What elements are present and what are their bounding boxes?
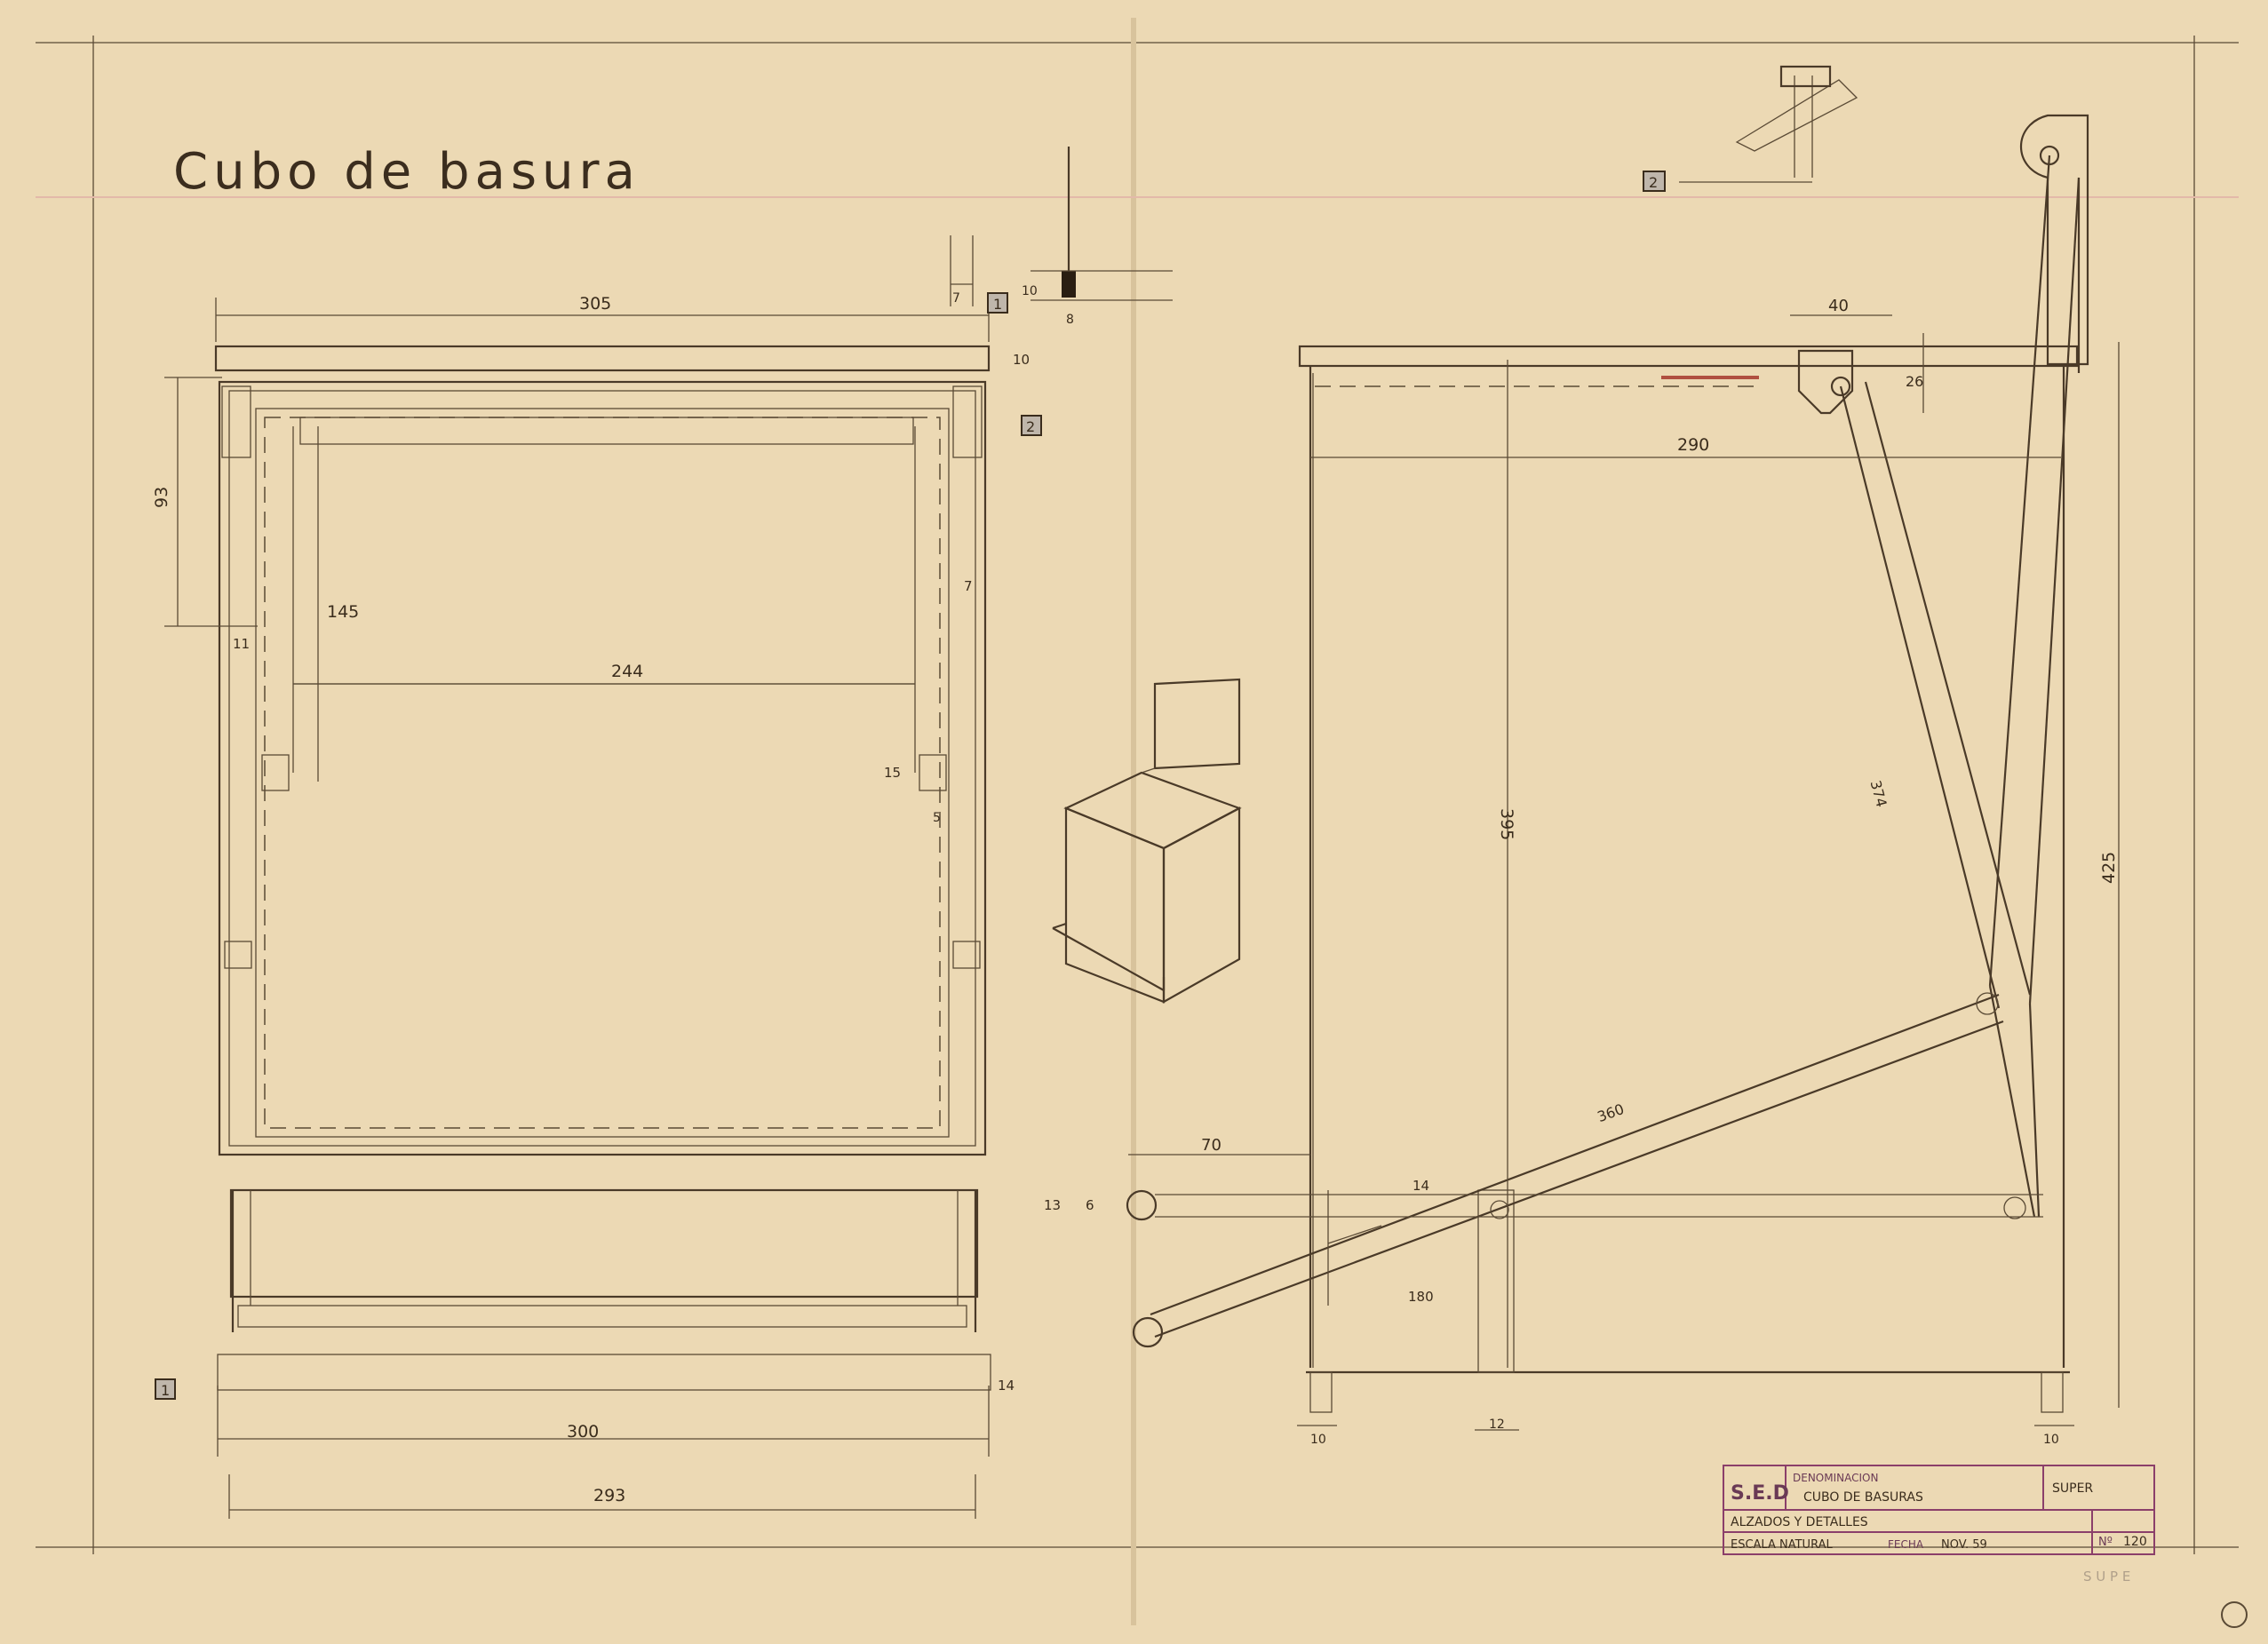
- dim-7: 7: [964, 578, 973, 594]
- dim-293: 293: [593, 1486, 625, 1505]
- dim-14-side: 14: [1413, 1178, 1429, 1194]
- stamp-denominacion: CUBO DE BASURAS: [1803, 1490, 1923, 1505]
- stamp-date-label: FECHA: [1888, 1538, 1924, 1551]
- detail-sections: 7 10 8: [950, 147, 1173, 327]
- dim-5: 5: [933, 811, 941, 825]
- dim-26: 26: [1906, 373, 1923, 390]
- dim-300: 300: [567, 1422, 599, 1441]
- section-marker-1-top: 1: [993, 296, 1002, 313]
- dim-foot-left: 10: [1310, 1433, 1326, 1447]
- stamp-logo: S.E.D: [1731, 1482, 1789, 1505]
- front-elevation: 305 300 293 244 93 145 11 7 10 15 5 14 2…: [152, 292, 1042, 1519]
- dim-11: 11: [233, 636, 250, 652]
- detail-dim-8: 8: [1066, 313, 1074, 327]
- dim-40: 40: [1828, 297, 1849, 315]
- side-elevation: 40 26 290 395 425 374 360 70 13 6 14 180…: [1044, 65, 2120, 1447]
- stamp-scale: ESCALA NATURAL: [1731, 1538, 1833, 1552]
- dim-15: 15: [884, 765, 901, 781]
- dim-305: 305: [579, 294, 611, 314]
- dim-foot-mid: 12: [1489, 1418, 1505, 1432]
- dim-93: 93: [152, 487, 171, 508]
- section-marker-1: 1: [161, 1382, 170, 1399]
- isometric-sketch: [1052, 678, 1242, 1004]
- dim-425: 425: [2099, 852, 2119, 884]
- dim-6: 6: [1086, 1197, 1094, 1213]
- dim-10-front: 10: [1013, 352, 1030, 368]
- title-block: S.E.D DENOMINACION CUBO DE BASURAS SUPER…: [1723, 1465, 2155, 1555]
- section-marker-2-side: 2: [1649, 174, 1658, 191]
- stamp-denominacion-label: DENOMINACION: [1793, 1472, 1878, 1484]
- pencil-note: S U P E: [2083, 1569, 2130, 1584]
- section-marker-2: 2: [1026, 418, 1035, 435]
- dim-70: 70: [1201, 1136, 1222, 1155]
- dim-foot-right: 10: [2043, 1433, 2059, 1447]
- dim-13: 13: [1044, 1197, 1061, 1213]
- stamp-description: ALZADOS Y DETALLES: [1731, 1515, 1868, 1529]
- archive-seal-icon: [2221, 1601, 2248, 1628]
- detail-dim-10: 10: [1022, 284, 1038, 298]
- stamp-project: SUPER: [2052, 1481, 2093, 1496]
- stamp-date: NOV. 59: [1941, 1538, 1987, 1552]
- stamp-number-label: Nº: [2098, 1536, 2113, 1549]
- section-marker-2-side-box: [1643, 171, 1666, 192]
- dim-244: 244: [611, 662, 643, 681]
- dim-395: 395: [1497, 808, 1516, 840]
- stamp-number: 120: [2123, 1535, 2147, 1549]
- dim-145: 145: [327, 602, 359, 622]
- dim-290: 290: [1677, 435, 1709, 455]
- section-marker-1-top-box: [987, 292, 1008, 314]
- dim-180: 180: [1408, 1289, 1434, 1305]
- drawing-title: Cubo de basura: [173, 143, 641, 201]
- section-marker-2-box: [1021, 415, 1042, 436]
- section-marker-1-box: [155, 1378, 176, 1400]
- dim-14-front: 14: [998, 1378, 1015, 1394]
- detail-dim-7: 7: [952, 291, 960, 306]
